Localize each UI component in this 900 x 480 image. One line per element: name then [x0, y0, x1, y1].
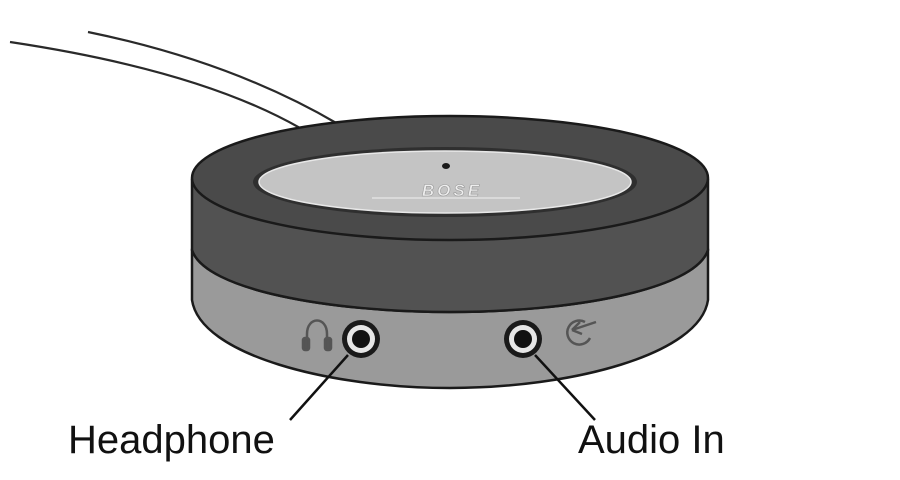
brand-logo: BOSE: [422, 181, 482, 200]
top-plate: [258, 150, 632, 214]
headphone-jack[interactable]: [342, 320, 380, 358]
headphone-leader-line: [289, 354, 349, 421]
audio-input-icon: [566, 319, 597, 346]
cable: [9, 30, 339, 129]
audio-in-leader-line: [534, 354, 596, 421]
headphone-label: Headphone: [68, 418, 275, 462]
audio-in-label: Audio In: [578, 418, 725, 462]
audio-in-jack[interactable]: [504, 320, 542, 358]
microphone-dot: [442, 163, 450, 169]
headphone-icon: [301, 319, 333, 352]
